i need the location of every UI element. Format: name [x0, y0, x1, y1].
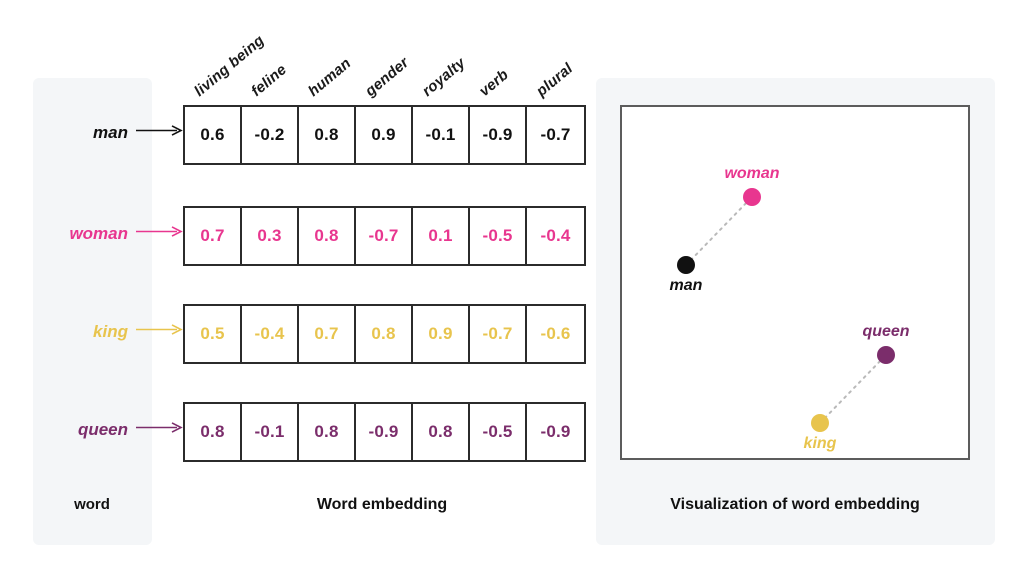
embedding-cell-man-royalty: -0.1	[413, 107, 470, 163]
scatter-label-man: man	[669, 277, 703, 294]
word-column-panel	[33, 78, 152, 545]
embedding-cell-king-feline: -0.4	[242, 306, 299, 362]
embedding-cell-woman-verb: -0.5	[470, 208, 527, 264]
column-header-plural: plural	[533, 59, 577, 100]
scatter-label-king: king	[803, 435, 837, 452]
embedding-cell-man-feline: -0.2	[242, 107, 299, 163]
scatter-point-woman[interactable]	[743, 188, 761, 206]
embedding-cell-woman-royalty: 0.1	[413, 208, 470, 264]
embedding-cell-queen-plural: -0.9	[540, 422, 571, 441]
row-arrow-queen	[136, 421, 184, 440]
embedding-cell-woman-gender: -0.7	[356, 208, 413, 264]
row-arrow-king	[136, 323, 184, 342]
scatter-label-woman: woman	[724, 165, 780, 182]
embedding-cell-king-plural: -0.6	[540, 324, 571, 343]
visualization-plot-box	[620, 105, 970, 460]
embedding-cell-queen-human: 0.8	[299, 404, 356, 460]
scatter-point-king[interactable]	[811, 414, 829, 432]
connector-man-woman	[685, 196, 753, 266]
embedding-cell-woman-human: 0.8	[299, 208, 356, 264]
word-label-man: man	[93, 123, 128, 142]
column-header-verb: verb	[476, 66, 512, 100]
embedding-cell-man-verb: -0.9	[470, 107, 527, 163]
embedding-cell-king-human: 0.7	[299, 306, 356, 362]
caption-word-embedding: Word embedding	[316, 496, 448, 513]
row-arrow-man	[136, 124, 184, 143]
caption-visualization: Visualization of word embedding	[670, 496, 920, 513]
embedding-cell-queen-verb: -0.5	[470, 404, 527, 460]
connector-king-queen	[819, 354, 887, 424]
embedding-cell-queen-living-being: 0.8	[185, 404, 242, 460]
column-header-human: human	[305, 54, 355, 100]
word-label-queen: queen	[77, 420, 128, 439]
embedding-cell-woman-plural: -0.4	[540, 226, 571, 245]
scatter-point-queen[interactable]	[877, 346, 895, 364]
embedding-cell-queen-gender: -0.9	[356, 404, 413, 460]
embedding-cell-king-living-being: 0.5	[185, 306, 242, 362]
embedding-cell-man-living-being: 0.6	[185, 107, 242, 163]
embedding-cell-king-verb: -0.7	[470, 306, 527, 362]
word-label-king: king	[93, 322, 128, 341]
row-arrow-woman	[136, 225, 184, 244]
column-header-feline: feline	[248, 61, 290, 100]
scatter-point-man[interactable]	[677, 256, 695, 274]
embedding-cell-woman-living-being: 0.7	[185, 208, 242, 264]
embedding-cell-queen-feline: -0.1	[242, 404, 299, 460]
embedding-cell-king-gender: 0.8	[356, 306, 413, 362]
embedding-cell-man-gender: 0.9	[356, 107, 413, 163]
word-label-woman: woman	[69, 224, 128, 243]
column-header-gender: gender	[362, 54, 413, 100]
embedding-cell-queen-royalty: 0.8	[413, 404, 470, 460]
embedding-cell-king-royalty: 0.9	[413, 306, 470, 362]
embedding-cell-man-plural: -0.7	[540, 125, 571, 144]
embedding-cell-woman-feline: 0.3	[242, 208, 299, 264]
column-header-royalty: royalty	[419, 54, 469, 100]
embedding-cell-man-human: 0.8	[299, 107, 356, 163]
caption-word: word	[74, 496, 110, 513]
scatter-label-queen: queen	[862, 323, 910, 340]
scatter-plot-svg	[677, 188, 895, 432]
